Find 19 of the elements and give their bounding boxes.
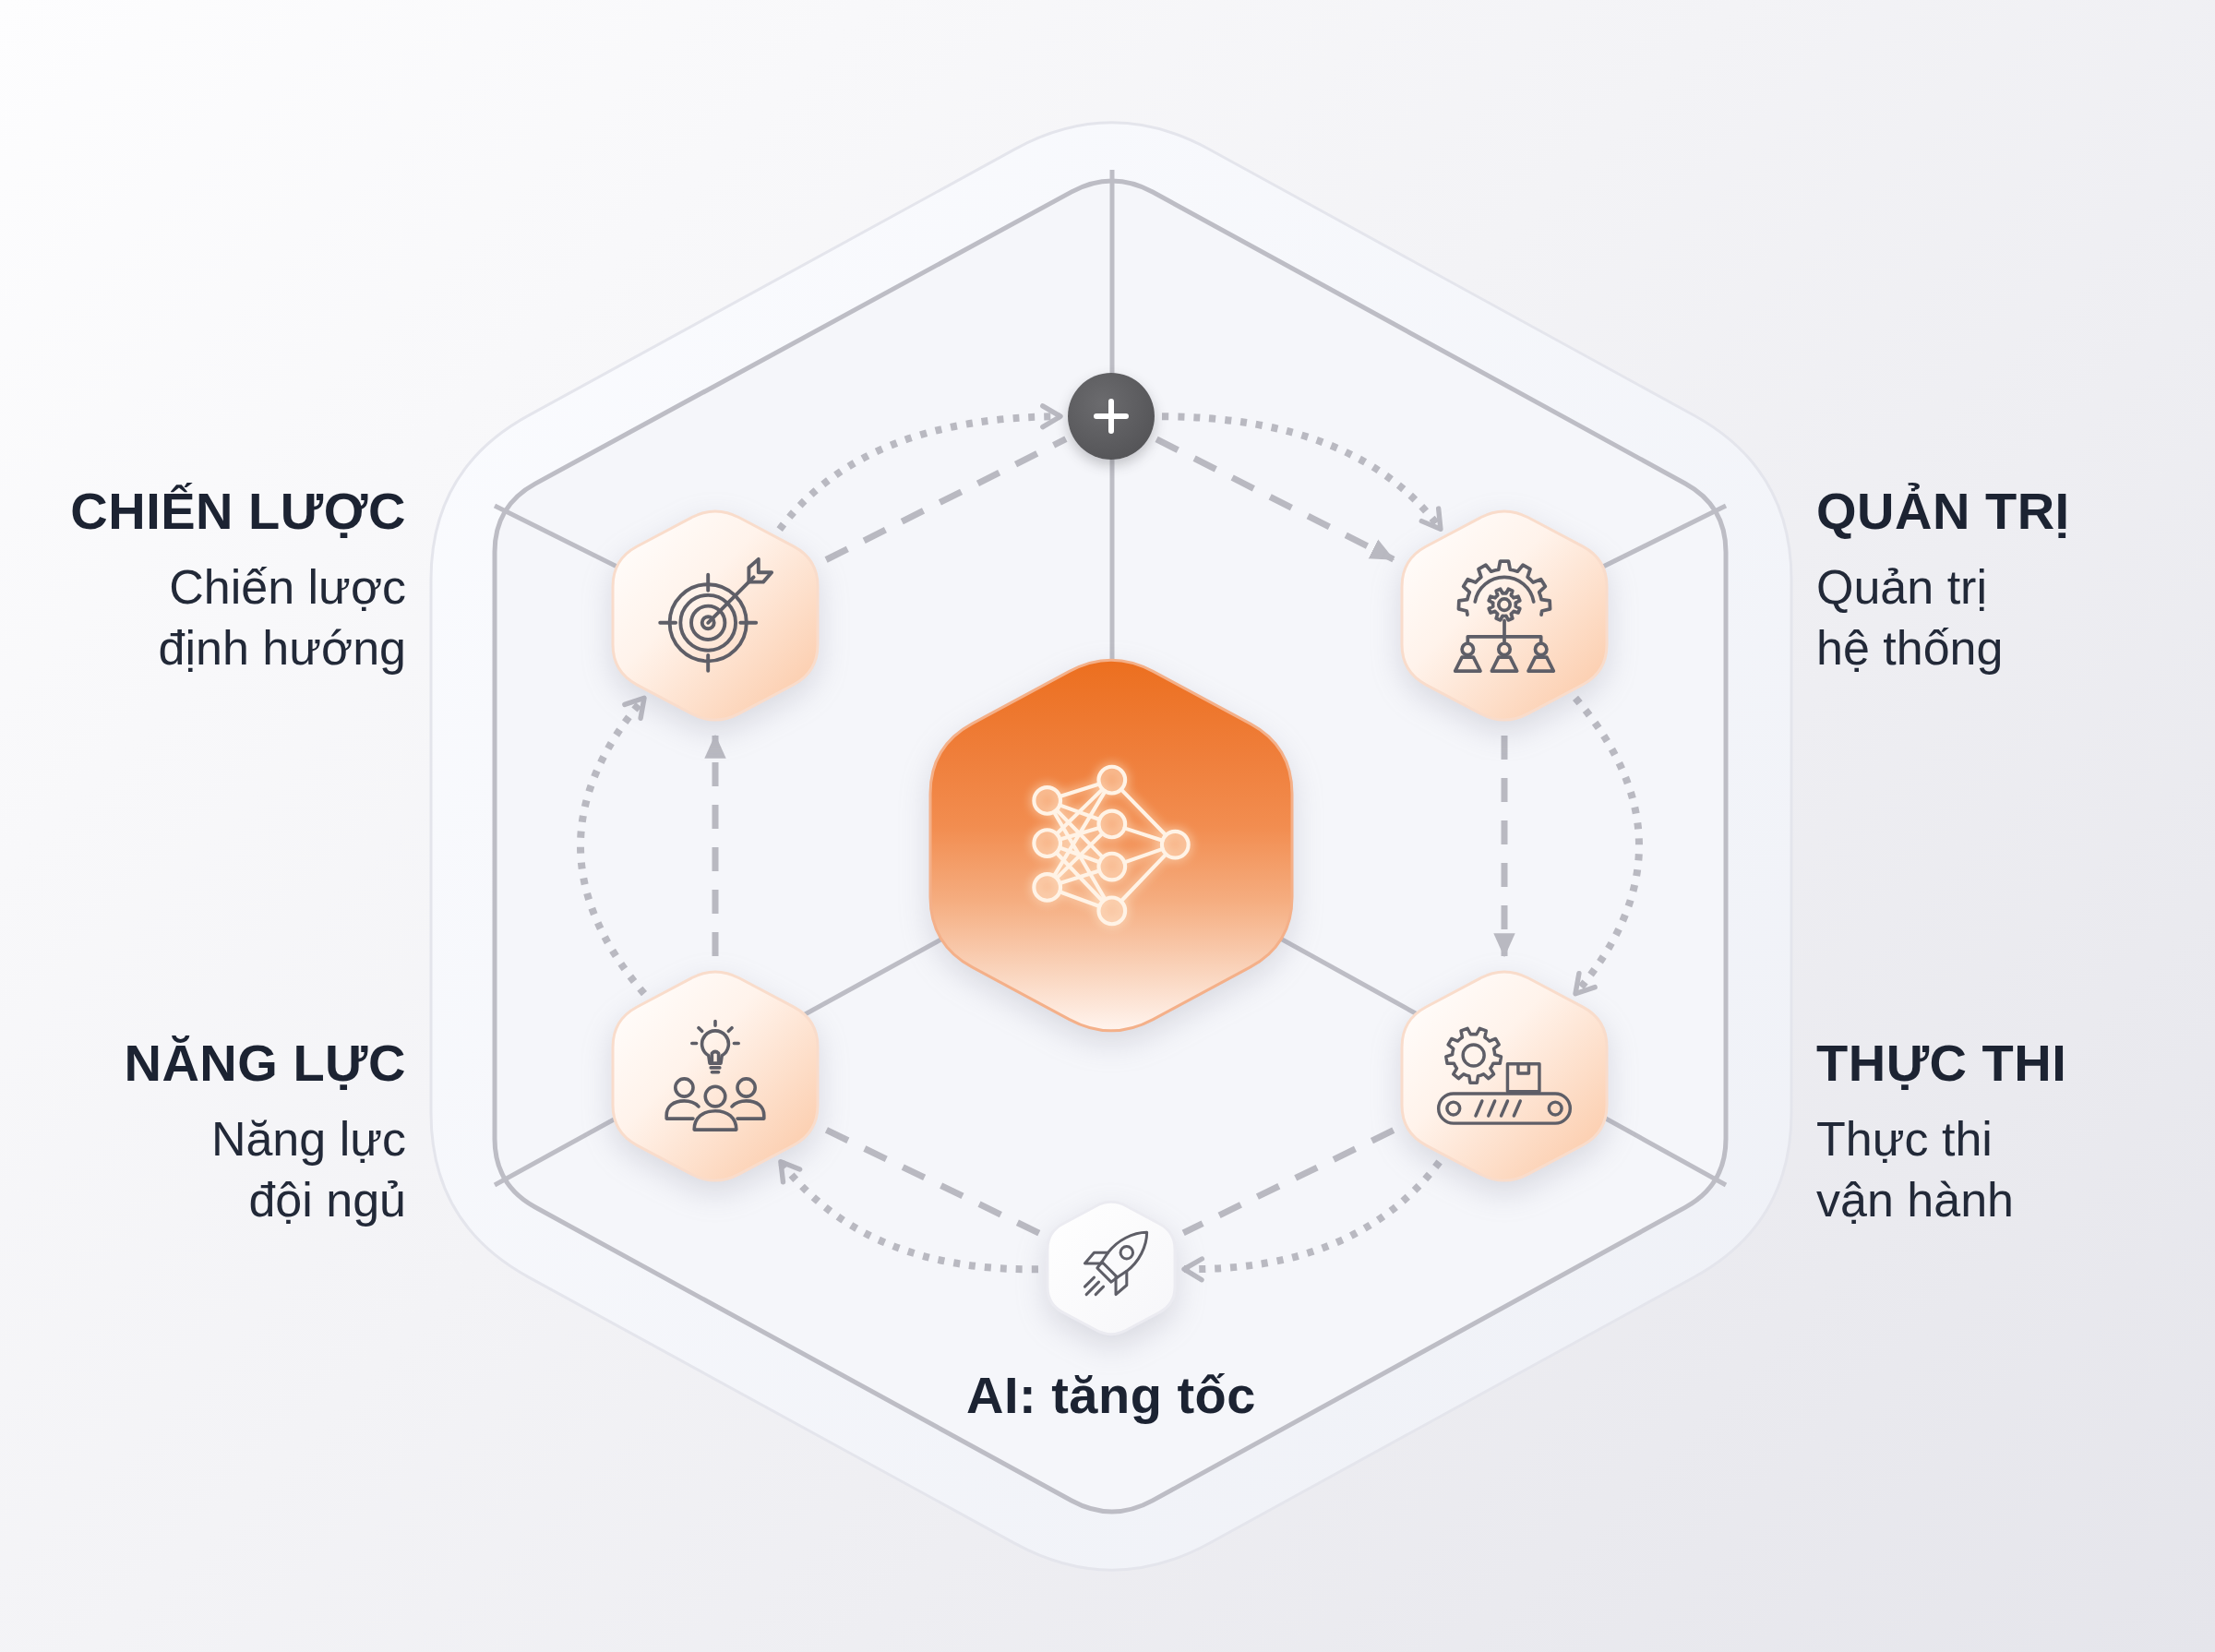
description-label: Quản trị hệ thống xyxy=(1816,559,2005,676)
dotted-arrow xyxy=(776,403,1063,533)
heading-label: QUẢN TRỊ xyxy=(1816,481,2070,542)
dotted-arrow xyxy=(1161,413,1443,532)
dashed-line xyxy=(824,1127,1041,1237)
dotted-arrow xyxy=(577,695,648,997)
dashed-line xyxy=(1181,1127,1395,1236)
dotted-arrow xyxy=(1181,1159,1443,1282)
description-label: Năng lực đội ngủ xyxy=(210,1111,406,1228)
description-label: Thực thi vận hành xyxy=(1816,1111,2015,1228)
heading-label: THỰC THI xyxy=(1816,1033,2067,1094)
dotted-arrow xyxy=(1572,695,1643,997)
dotted-arrow xyxy=(777,1159,1039,1274)
dashed-arrow xyxy=(1155,436,1395,563)
description-label: Chiến lược định hướng xyxy=(157,559,406,676)
dashed-line xyxy=(824,436,1068,563)
heading-label: CHIẾN LƯỢC xyxy=(70,481,406,542)
heading-label: AI: tăng tốc xyxy=(966,1365,1256,1426)
heading-label: NĂNG LỰC xyxy=(124,1033,406,1094)
